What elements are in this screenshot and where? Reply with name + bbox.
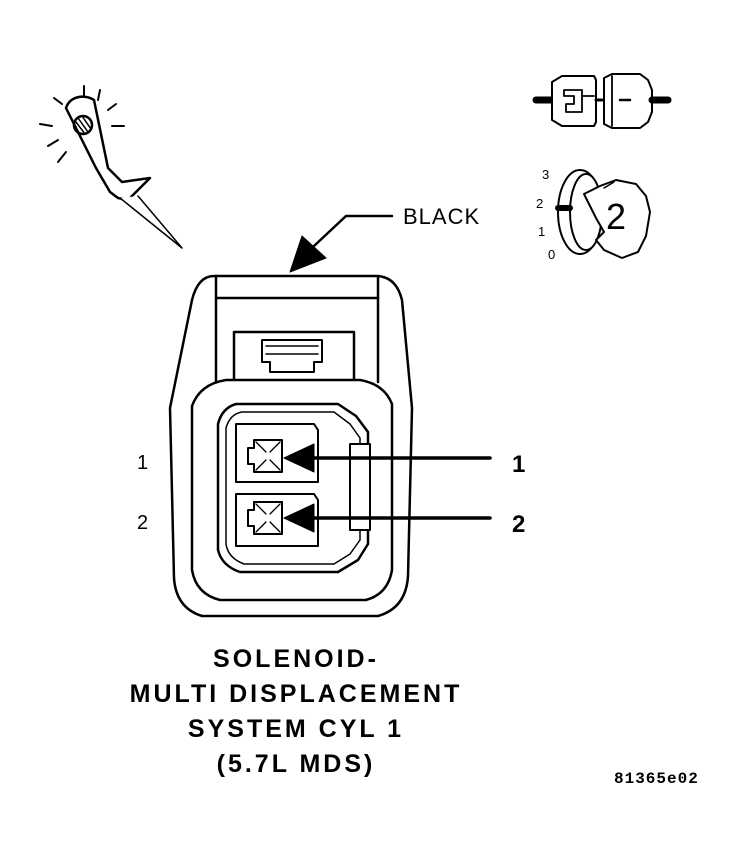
connector-pair-icon (532, 73, 672, 129)
key-scale-0: 0 (548, 247, 556, 262)
test-probe-icon (39, 85, 183, 249)
pin-1-callout-arrow (283, 443, 492, 473)
pin-side-label-2: 2 (137, 512, 149, 534)
title-line-2: MULTI DISPLACEMENT (129, 680, 463, 708)
pin-callout-label-1: 1 (512, 451, 526, 478)
color-label: BLACK (403, 204, 481, 229)
title-line-1: SOLENOID- (213, 645, 379, 673)
pin-callout-label-2: 2 (512, 511, 526, 538)
title-line-4: (5.7L MDS) (216, 750, 376, 778)
pin-2-callout-arrow (283, 503, 492, 533)
key-number: 2 (606, 196, 627, 237)
pin-side-label-1: 1 (137, 452, 149, 474)
key-scale-2: 2 (536, 196, 544, 211)
connector-body (168, 274, 414, 618)
figure-id: 81365e02 (614, 770, 699, 788)
key-scale-3: 3 (542, 167, 550, 182)
title-line-3: SYSTEM CYL 1 (187, 715, 405, 743)
test-key-icon (555, 169, 651, 259)
color-callout-leader (289, 214, 394, 273)
key-scale-1: 1 (538, 224, 546, 239)
